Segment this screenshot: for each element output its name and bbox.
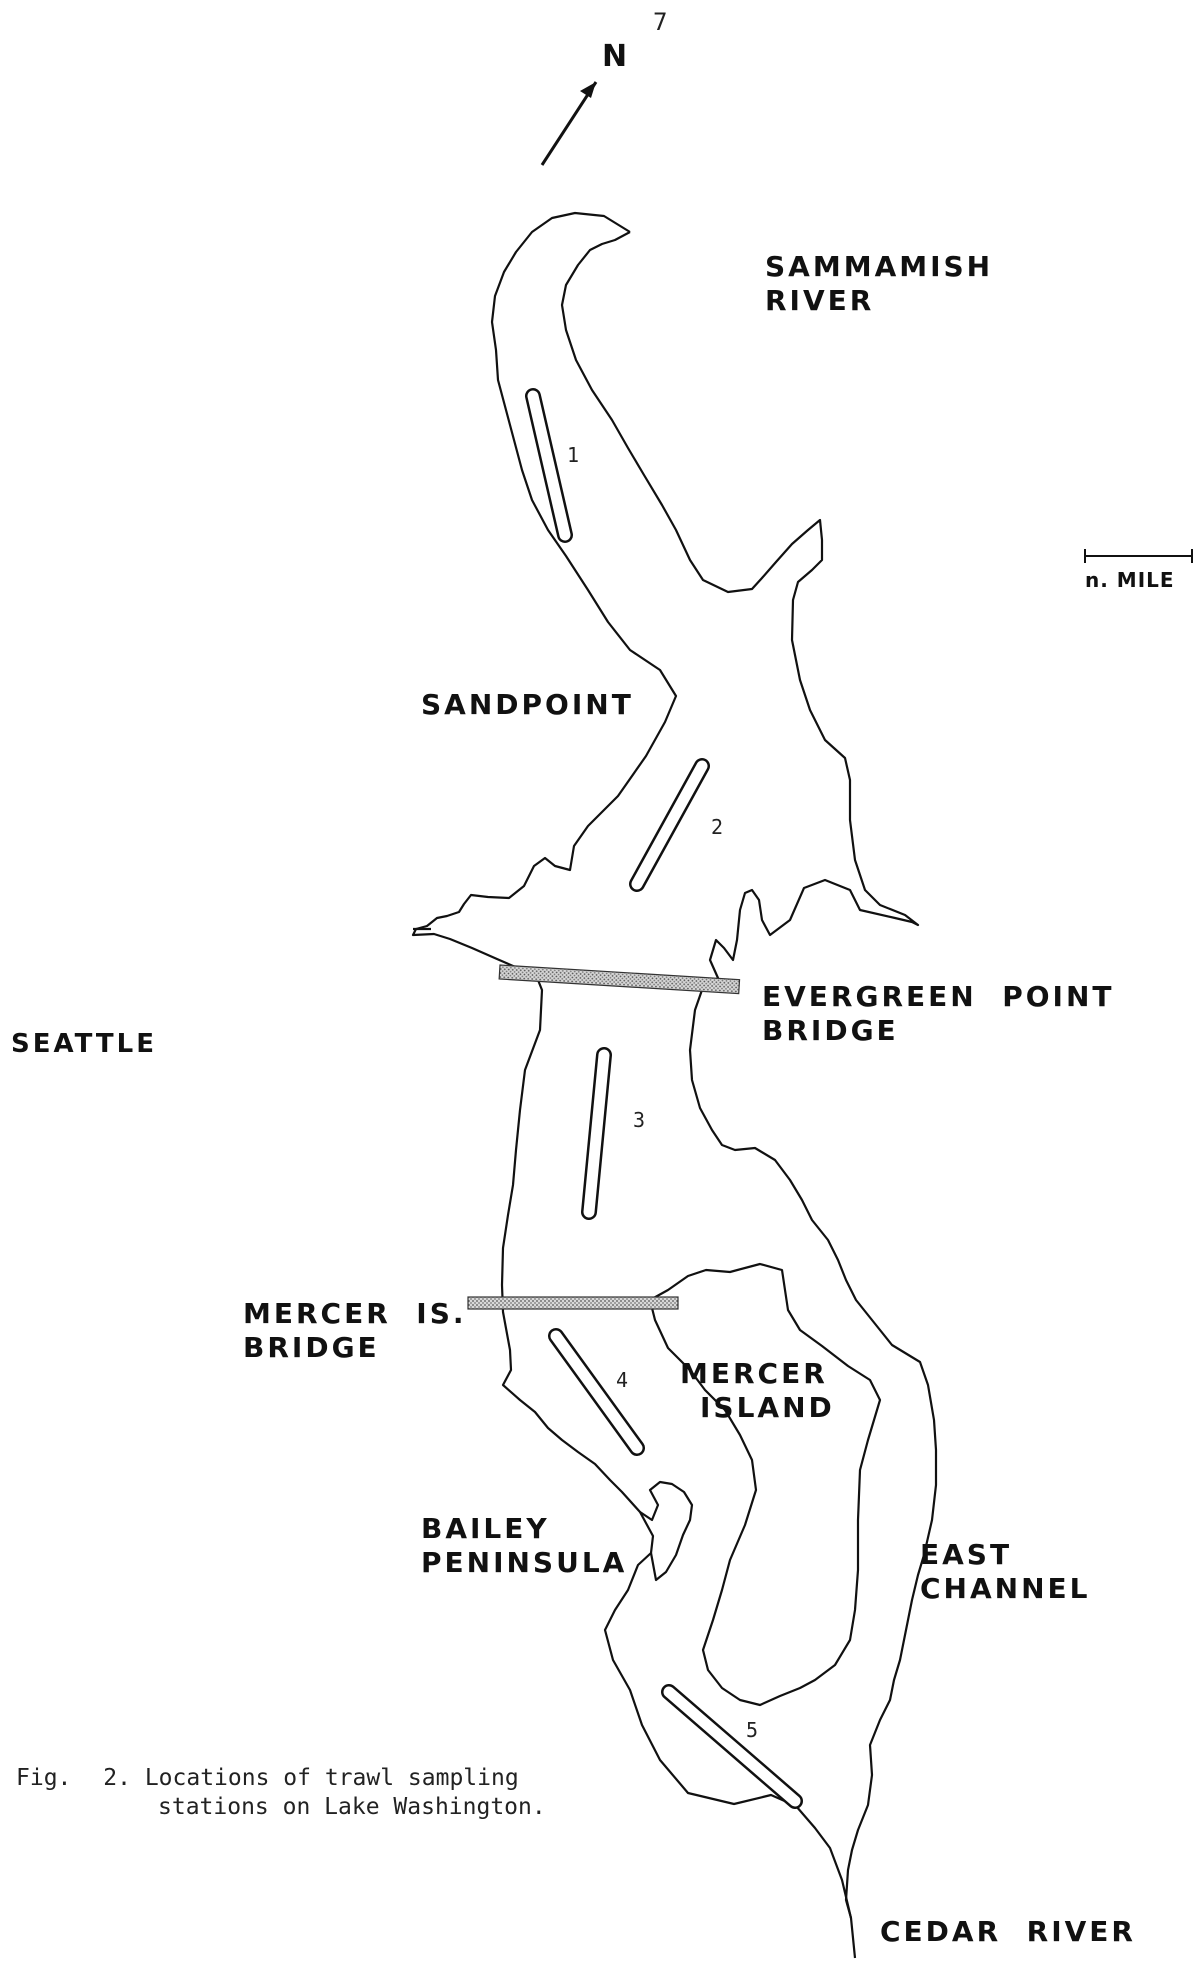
station-5-number: 5 — [746, 1718, 759, 1742]
label-mercer-island-bridge: MERCER IS. BRIDGE — [243, 1297, 467, 1365]
mercer-island-outline — [648, 1262, 882, 1707]
caption-number: 2. — [103, 1765, 131, 1791]
label-cedar-river: CEDAR RIVER — [880, 1915, 1136, 1948]
label-evergreen-line1: EVERGREEN POINT — [762, 980, 1115, 1013]
mercer-island-bridge — [467, 1296, 679, 1310]
label-evergreen-line2: BRIDGE — [762, 1014, 899, 1047]
figure-caption: Fig. 2. Locations of trawl sampling — [16, 1764, 519, 1793]
label-east-channel: EAST CHANNEL — [920, 1538, 1091, 1606]
caption-line1: Locations of trawl sampling — [144, 1765, 519, 1791]
page-number: 7 — [653, 8, 668, 36]
east-shoreline — [560, 231, 938, 1919]
station-4-number: 4 — [616, 1368, 629, 1392]
label-mercer-island-line2: ISLAND — [700, 1391, 835, 1424]
bailey-peninsula-outline — [639, 1480, 694, 1582]
label-bailey-line2: PENINSULA — [421, 1546, 628, 1579]
station-3-number: 3 — [633, 1108, 646, 1132]
caption-prefix: Fig. — [16, 1765, 72, 1791]
label-mercer-bridge-line1: MERCER IS. — [243, 1297, 467, 1330]
label-sammamish-river: SAMMAMISH RIVER — [765, 250, 993, 318]
west-shoreline — [411, 211, 857, 1959]
label-mercer-bridge-line2: BRIDGE — [243, 1331, 380, 1364]
station-2-number: 2 — [711, 815, 724, 839]
label-seattle: SEATTLE — [11, 1029, 157, 1059]
label-bailey-peninsula: BAILEY PENINSULA — [421, 1512, 627, 1580]
label-mercer-island: MERCER ISLAND — [680, 1357, 835, 1425]
north-label: N — [602, 39, 628, 74]
north-arrow-icon — [540, 81, 598, 166]
label-bailey-line1: BAILEY — [421, 1512, 550, 1545]
station-1-number: 1 — [567, 443, 580, 467]
figure-caption-line2: stations on Lake Washington. — [158, 1794, 546, 1820]
label-east-channel-line1: EAST — [920, 1538, 1013, 1571]
scale-label: n. MILE — [1085, 568, 1175, 592]
label-mercer-island-line1: MERCER — [680, 1357, 828, 1390]
label-evergreen-point-bridge: EVERGREEN POINT BRIDGE — [762, 980, 1115, 1048]
label-sammamish-line1: SAMMAMISH — [765, 250, 994, 283]
label-sammamish-line2: RIVER — [765, 284, 875, 317]
label-sandpoint: SANDPOINT — [421, 688, 634, 721]
scale-bar-icon — [1084, 549, 1193, 563]
label-east-channel-line2: CHANNEL — [920, 1572, 1091, 1605]
evergreen-point-bridge — [498, 964, 741, 995]
